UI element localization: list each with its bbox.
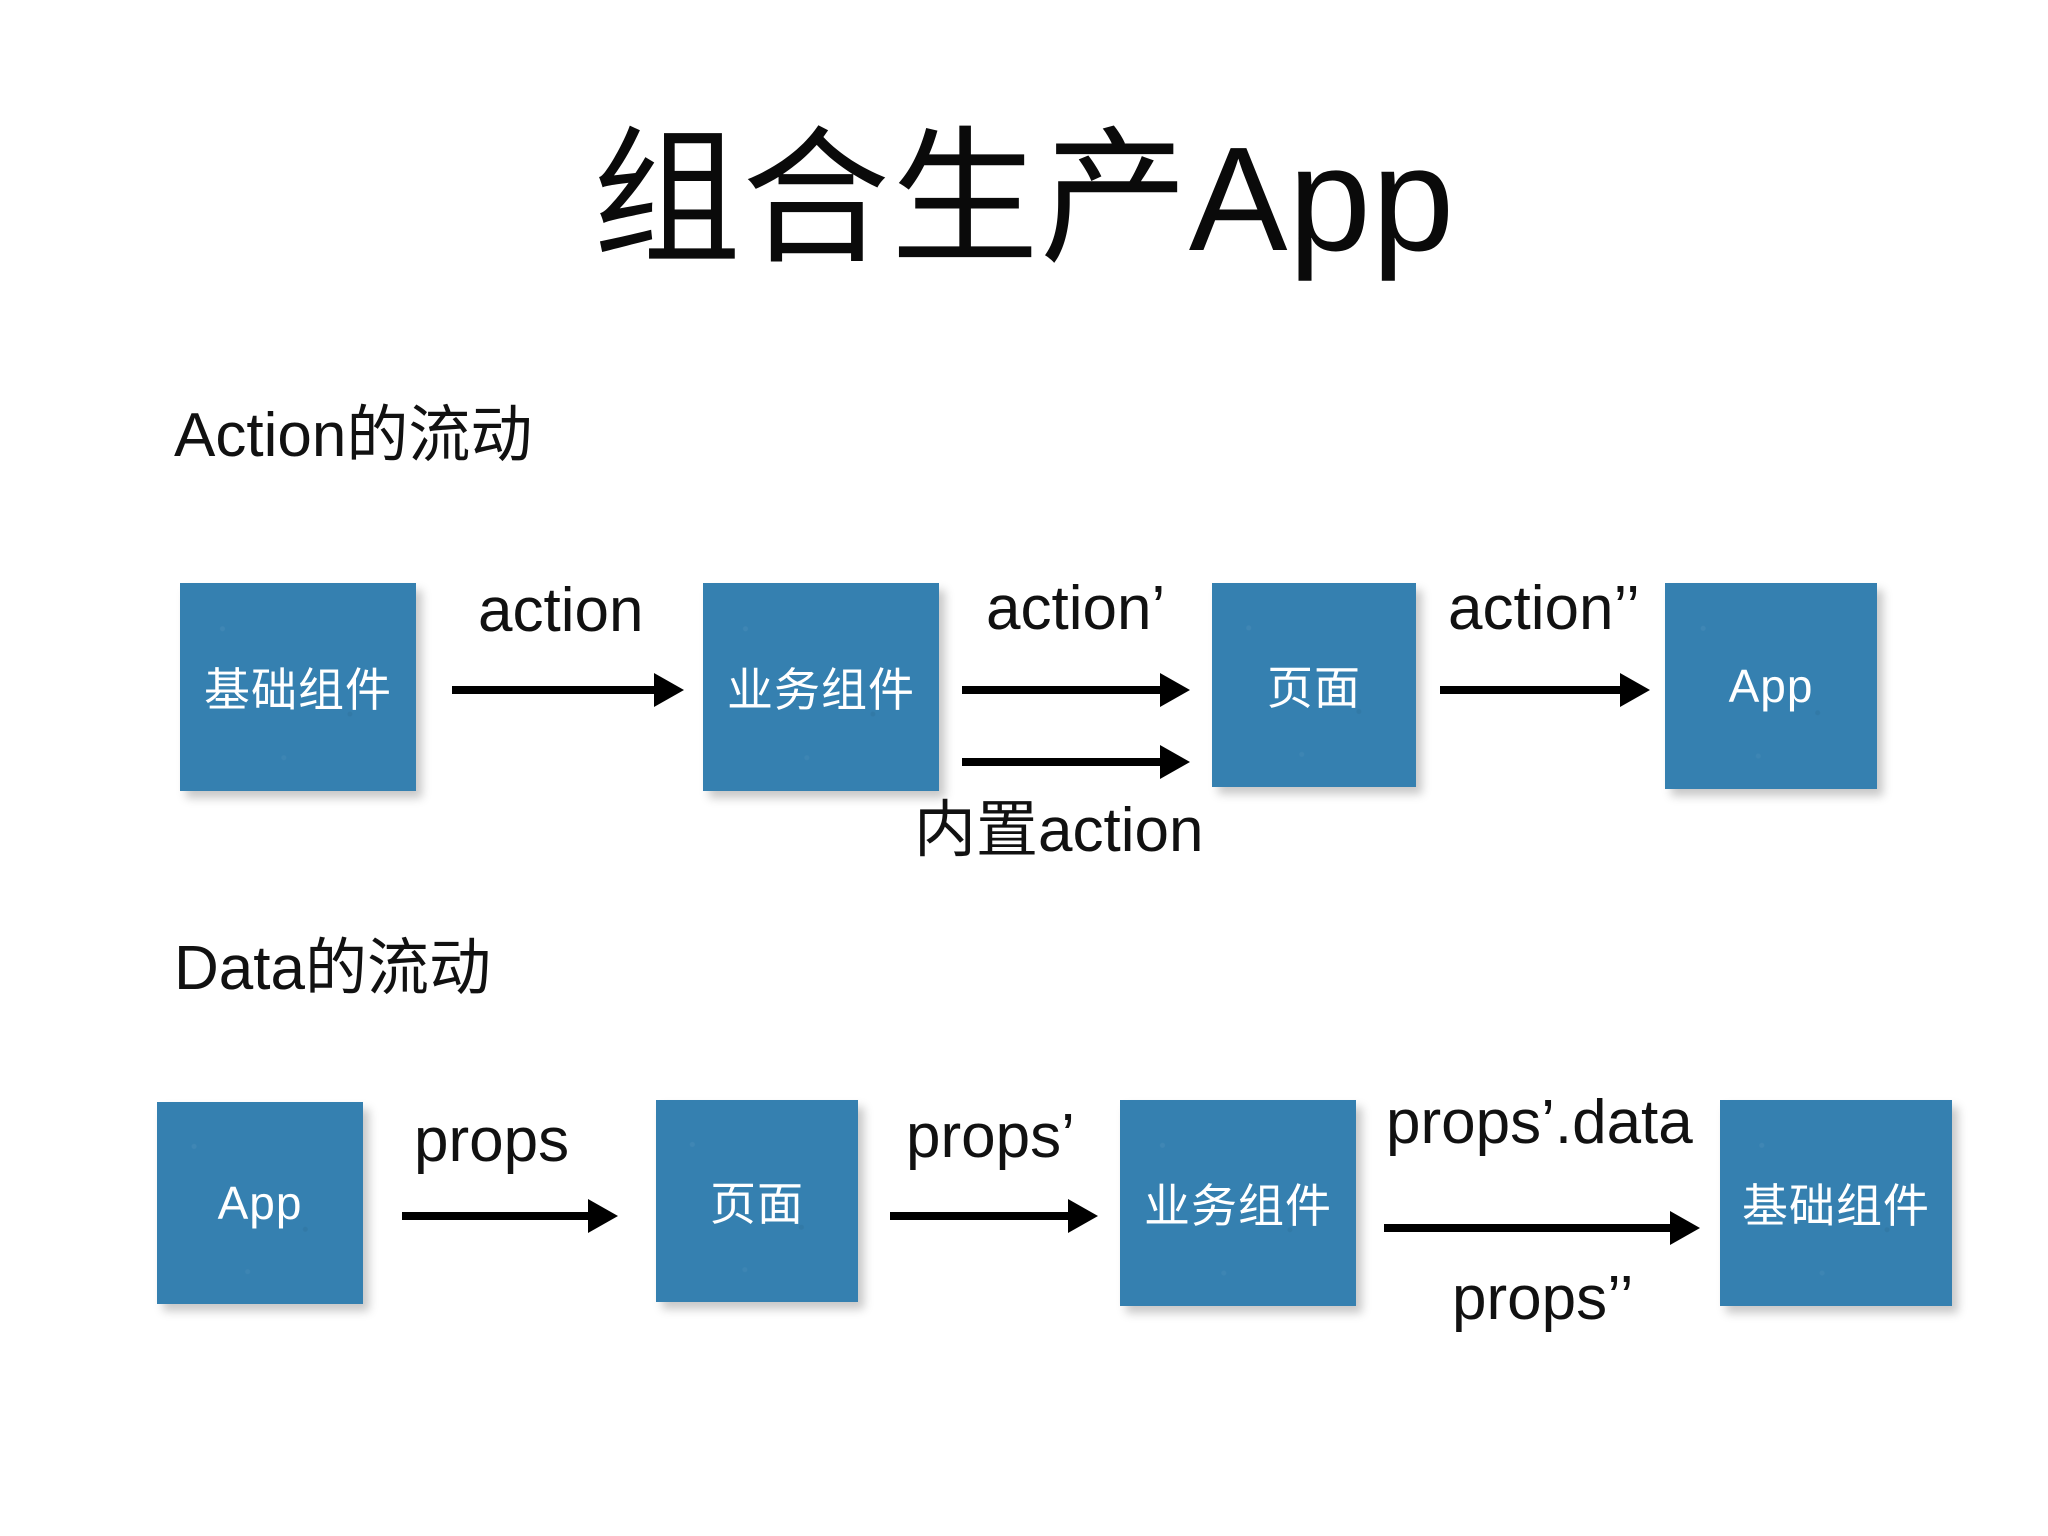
flow-box-app-action[interactable]: App [1665,583,1877,789]
arrow-shaft [962,686,1160,694]
edge-label-props: props [414,1106,570,1175]
arrow-shaft [452,686,654,694]
flow-box-label: 基础组件 [204,664,392,716]
arrow-head [588,1199,618,1233]
page-title: 组合生产App [592,117,1456,282]
edge-label-action: action [478,576,644,645]
arrow-shaft [890,1212,1068,1220]
flow-box-base-component-action[interactable]: 基础组件 [180,583,416,791]
flow-box-label: 页面 [710,1178,804,1230]
arrow-head [654,673,684,707]
edge-label-action-prime: action’ [986,574,1166,643]
flow-box-page-action[interactable]: 页面 [1212,583,1416,787]
edge-label-action-double-prime: action’’ [1448,574,1640,643]
edge-label-props-prime: props’ [906,1102,1075,1171]
flow-box-base-component-data[interactable]: 基础组件 [1720,1100,1952,1306]
arrow-head [1160,745,1190,779]
flow-box-label: App [217,1177,303,1229]
flow-box-label: 业务组件 [1144,1180,1332,1232]
edge-label-props-prime-data: props’.data [1386,1088,1693,1157]
flow-box-app-data[interactable]: App [157,1102,363,1304]
arrow-shaft [962,758,1160,766]
arrow-head [1068,1199,1098,1233]
flow-box-business-component-action[interactable]: 业务组件 [703,583,939,791]
flow-box-page-data[interactable]: 页面 [656,1100,858,1302]
arrow-head [1160,673,1190,707]
edge-label-props-double-prime: props’’ [1452,1264,1634,1333]
edge-label-builtin-action: 内置action [914,796,1204,865]
flow-box-label: 业务组件 [727,664,915,716]
arrow-shaft [402,1212,588,1220]
flow-box-label: App [1728,660,1814,712]
flow-box-business-component-data[interactable]: 业务组件 [1120,1100,1356,1306]
section-heading-action-flow: Action的流动 [174,401,533,470]
arrow-head [1620,673,1650,707]
arrow-head [1670,1211,1700,1245]
section-heading-data-flow: Data的流动 [174,934,491,1003]
flow-box-label: 基础组件 [1742,1180,1930,1232]
flow-box-label: 页面 [1267,662,1361,714]
arrow-shaft [1384,1224,1670,1232]
arrow-shaft [1440,686,1620,694]
